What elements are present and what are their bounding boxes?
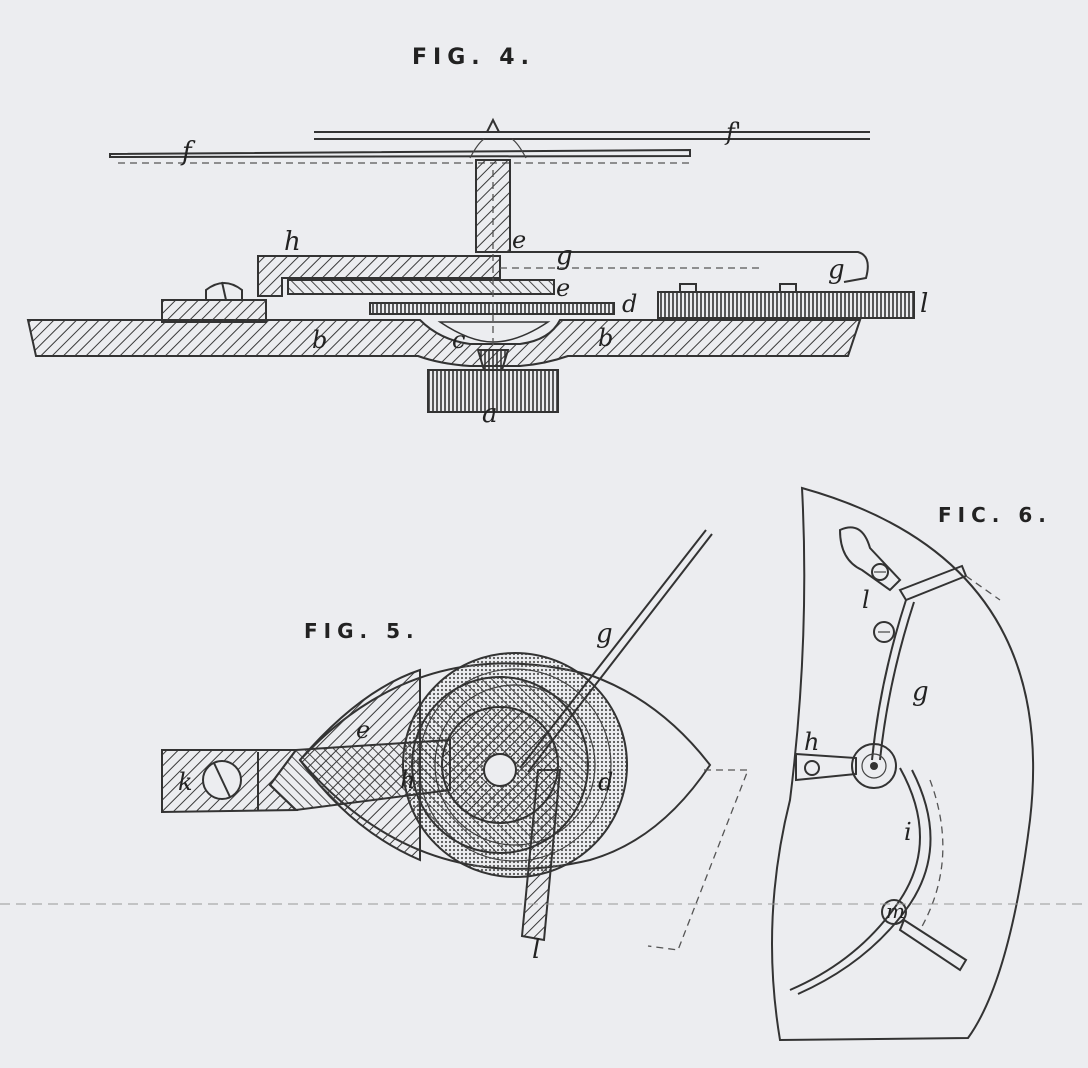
fig6-arm-upper [898, 564, 968, 602]
fig4-label-g-left: g [556, 241, 573, 271]
fig6-spring-i-edge [797, 769, 932, 995]
fig6-screw-m [881, 899, 907, 925]
fig6-spring-i [789, 767, 921, 991]
fig4-label-l: l [920, 289, 928, 319]
fig4-base-plate-b [26, 319, 862, 367]
fig4-label-e-lower: e [556, 274, 570, 302]
fig5-label-l: l [532, 935, 540, 965]
fig5-label-d: d [598, 768, 613, 796]
fig4-label-b-left: b [312, 326, 327, 354]
fig6-label-m: m [886, 899, 905, 923]
fig6-pawl-l [838, 526, 902, 592]
fig5-label-g: g [596, 619, 613, 649]
fig5-label-e: e [356, 716, 370, 744]
fig4-disc-d [369, 302, 615, 315]
fig4-spring-arm [109, 148, 691, 159]
fig4-pinion [476, 349, 510, 371]
fig5-title: FIG. 5. [304, 619, 420, 643]
fig6-label-g: g [912, 677, 929, 707]
fig6-center-ring [861, 753, 887, 779]
fig5-lever-l [520, 769, 562, 942]
fig6-spring-g [871, 599, 907, 761]
fig4-plate-studs [679, 283, 797, 292]
fig6-screw-h [804, 760, 820, 776]
fig4-screw-slot [221, 281, 227, 301]
fig6-plate [771, 486, 1035, 1042]
fig4-cock-h [257, 255, 501, 297]
figure-6: FIC. 6. l g h i m [771, 486, 1052, 1042]
figure-5: FIG. 5. g e k h d l [161, 529, 749, 965]
fig4-label-d: d [622, 290, 637, 318]
fig4-label-f-prime: f' [724, 118, 741, 146]
fig4-label-g-right: g [828, 255, 845, 285]
fig5-lever-g [519, 529, 707, 769]
figure-4: FIG. 4. f f' h e [26, 45, 928, 429]
fig6-screw-upper [873, 621, 895, 643]
fig5-lever-l-dashed [647, 769, 749, 951]
fig5-lever-g-edge [527, 533, 713, 773]
fig4-title: FIG. 4. [412, 45, 535, 70]
fig4-lever-g [500, 251, 869, 283]
fig6-center-wheel [851, 743, 897, 789]
fig6-arm-upper-dashed [965, 575, 1001, 601]
fig5-center-hole [483, 753, 517, 787]
fig5-lens-plate [298, 662, 712, 870]
fig4-label-b-right: b [598, 324, 613, 352]
fig4-mount-block [161, 299, 267, 323]
fig5-screw-k-slot [213, 762, 231, 798]
fig4-wheel-a [427, 369, 559, 413]
fig5-arm-h [268, 738, 451, 812]
fig4-label-c: c [452, 326, 465, 354]
fig6-spring-i-dashed [919, 779, 944, 931]
fig4-pivot-tip [486, 117, 500, 133]
fig6-center-pivot [870, 762, 878, 770]
fig6-spring-g-edge [879, 601, 915, 761]
fig4-label-e-upper: e [512, 226, 526, 254]
fig6-arm-lower [898, 918, 968, 972]
fig5-label-h: h [400, 766, 415, 794]
fig4-label-a: a [482, 399, 498, 429]
fig6-title: FIC. 6. [938, 503, 1052, 527]
fig6-label-l: l [862, 586, 870, 614]
fig6-label-i: i [904, 818, 912, 846]
fig6-label-h: h [804, 728, 819, 756]
fig6-arm-h [795, 752, 857, 782]
fig4-label-h: h [284, 227, 301, 257]
fig6-screw-l [871, 563, 889, 581]
fig5-label-k: k [178, 768, 193, 796]
fig4-disc-e [287, 279, 555, 295]
fig4-arm-fillets [469, 138, 527, 159]
fig4-plate-l [657, 291, 915, 319]
